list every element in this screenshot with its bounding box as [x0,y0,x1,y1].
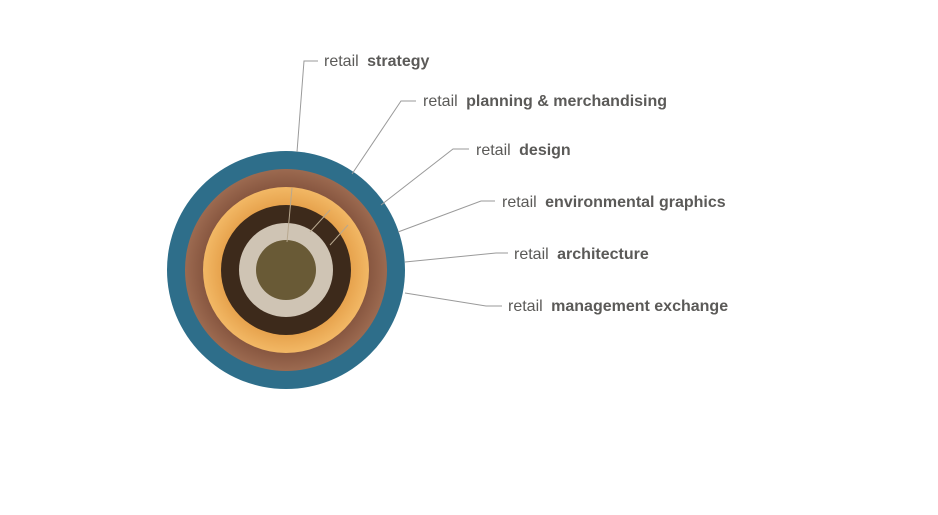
label-environmental-graphics: retail environmental graphics [502,194,726,211]
label-prefix: retail [423,93,458,110]
leader-line-design [380,148,469,206]
label-strategy: retail strategy [324,53,429,70]
label-name: environmental graphics [545,194,726,211]
label-management-exchange: retail management exchange [508,298,728,315]
label-prefix: retail [324,53,359,70]
label-name: architecture [557,246,649,263]
label-prefix: retail [508,298,543,315]
label-prefix: retail [514,246,549,263]
leader-line-strategy [296,60,318,153]
label-name: planning & merchandising [466,93,667,110]
leader-line-management-exchange [404,292,502,307]
label-design: retail design [476,142,571,159]
label-architecture: retail architecture [514,246,649,263]
label-prefix: retail [502,194,537,211]
label-name: management exchange [551,298,728,315]
leader-line-environmental-graphics [397,200,495,233]
leader-line-architecture [404,252,508,263]
ring-management-exchange [256,240,316,300]
inner-line-3 [329,224,349,246]
label-prefix: retail [476,142,511,159]
inner-line-2 [309,209,331,233]
label-planning-merchandising: retail planning & merchandising [423,93,667,110]
label-name: strategy [367,53,429,70]
label-name: design [519,142,571,159]
leader-line-planning-merchandising [351,100,416,175]
inner-line-1 [286,187,293,243]
